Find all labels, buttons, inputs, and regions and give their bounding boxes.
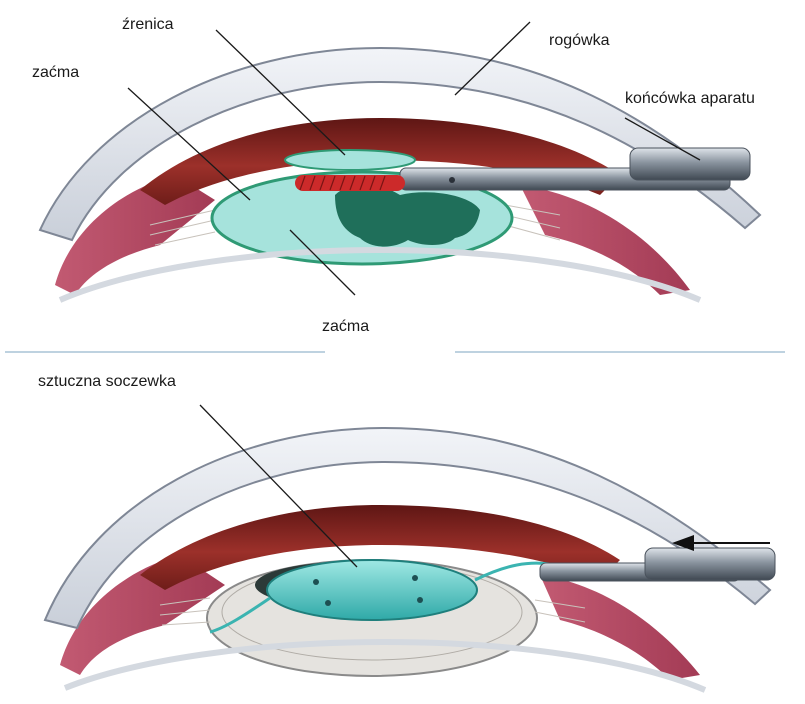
- label-artificial-lens: sztuczna soczewka: [38, 373, 176, 391]
- label-cataract-left: zaćma: [32, 64, 79, 82]
- bottom-eye-illustration: [45, 405, 775, 690]
- label-cornea: rogówka: [549, 32, 609, 50]
- label-pupil: źrenica: [122, 16, 174, 34]
- label-probe-tip: końcówka aparatu: [625, 90, 755, 108]
- label-cataract-bottom: zaćma: [322, 318, 369, 336]
- top-eye-illustration: [40, 22, 760, 300]
- sclera-right: [520, 185, 690, 295]
- pupil-area: [285, 150, 415, 170]
- artificial-lens: [267, 560, 477, 620]
